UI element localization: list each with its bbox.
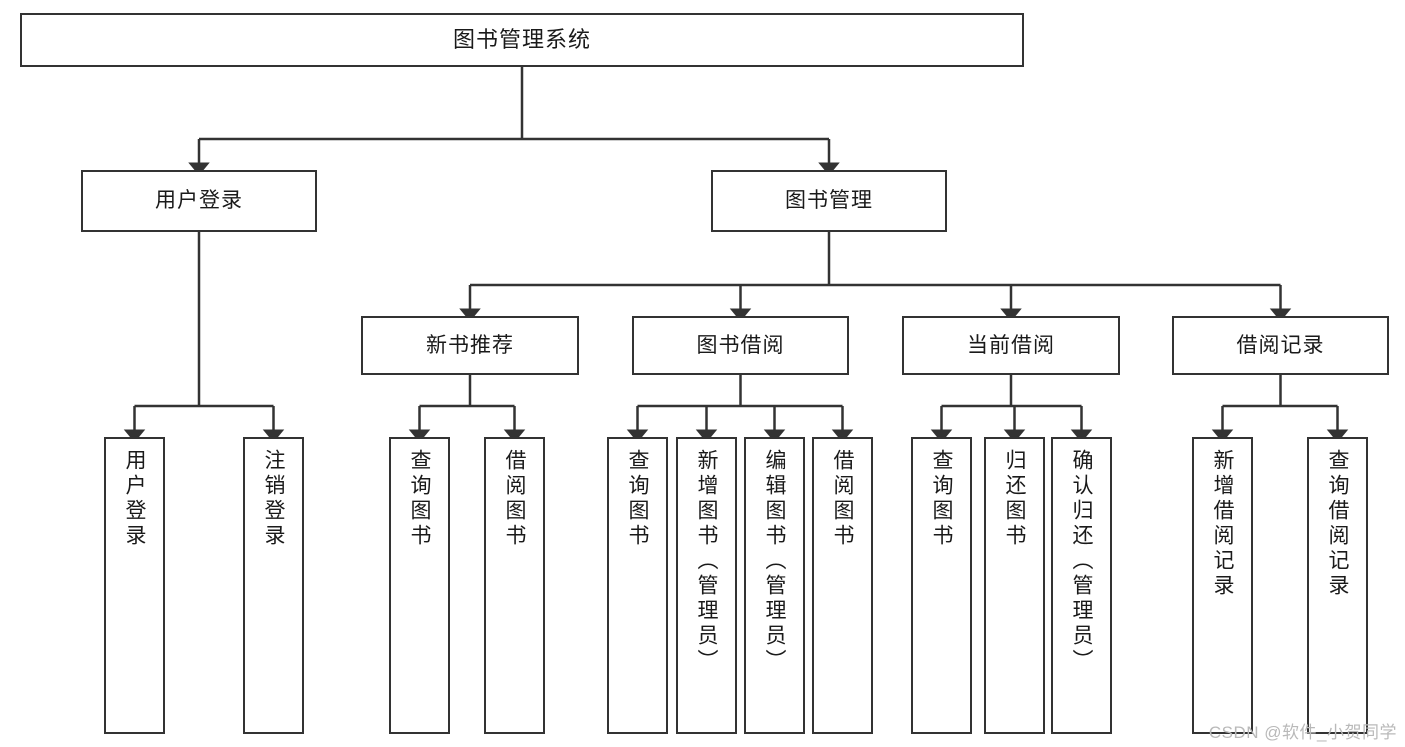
node-leaf-borrow-book-1[interactable]: 借阅图书: [484, 437, 545, 734]
node-label: 用户登录: [123, 449, 146, 549]
node-leaf-query-book-3[interactable]: 查询图书: [911, 437, 972, 734]
node-label: 注销登录: [262, 449, 285, 549]
node-new-book-rec[interactable]: 新书推荐: [361, 316, 579, 375]
node-leaf-edit-book[interactable]: 编辑图书（管理员）: [744, 437, 805, 734]
node-label: 新书推荐: [426, 333, 514, 357]
node-leaf-return-book[interactable]: 归还图书: [984, 437, 1045, 734]
node-label: 查询图书: [930, 449, 953, 549]
node-label: 查询图书: [408, 449, 431, 549]
csdn-watermark: CSDN @软件_小贺同学: [1208, 723, 1397, 742]
node-leaf-user-login[interactable]: 用户登录: [104, 437, 165, 734]
node-leaf-logout[interactable]: 注销登录: [243, 437, 304, 734]
node-leaf-borrow-book-2[interactable]: 借阅图书: [812, 437, 873, 734]
node-book-mgmt[interactable]: 图书管理: [711, 170, 947, 232]
node-label: 查询图书: [626, 449, 649, 549]
node-current-borrow[interactable]: 当前借阅: [902, 316, 1120, 375]
node-label: 图书管理: [785, 189, 873, 213]
node-label: 借阅记录: [1236, 333, 1325, 357]
node-label: 新增图书（管理员）: [695, 449, 718, 674]
node-label: 确认归还（管理员）: [1070, 449, 1093, 674]
node-label: 查询借阅记录: [1326, 449, 1349, 599]
node-label: 图书管理系统: [452, 26, 591, 52]
node-label: 借阅图书: [831, 449, 854, 549]
node-label: 借阅图书: [503, 449, 526, 549]
node-root[interactable]: 图书管理系统: [20, 13, 1024, 67]
node-leaf-query-book-2[interactable]: 查询图书: [607, 437, 668, 734]
node-user-login[interactable]: 用户登录: [81, 170, 317, 232]
node-label: 编辑图书（管理员）: [763, 449, 786, 674]
node-label: 归还图书: [1003, 449, 1026, 549]
node-label: 图书借阅: [696, 333, 785, 357]
node-leaf-add-record[interactable]: 新增借阅记录: [1192, 437, 1253, 734]
node-leaf-query-record[interactable]: 查询借阅记录: [1307, 437, 1368, 734]
node-label: 用户登录: [155, 189, 243, 213]
node-label: 当前借阅: [967, 333, 1055, 357]
node-leaf-confirm-return[interactable]: 确认归还（管理员）: [1051, 437, 1112, 734]
node-leaf-add-book[interactable]: 新增图书（管理员）: [676, 437, 737, 734]
node-borrow-record[interactable]: 借阅记录: [1172, 316, 1389, 375]
node-label: 新增借阅记录: [1211, 449, 1234, 599]
node-book-borrow[interactable]: 图书借阅: [632, 316, 849, 375]
node-leaf-query-book-1[interactable]: 查询图书: [389, 437, 450, 734]
